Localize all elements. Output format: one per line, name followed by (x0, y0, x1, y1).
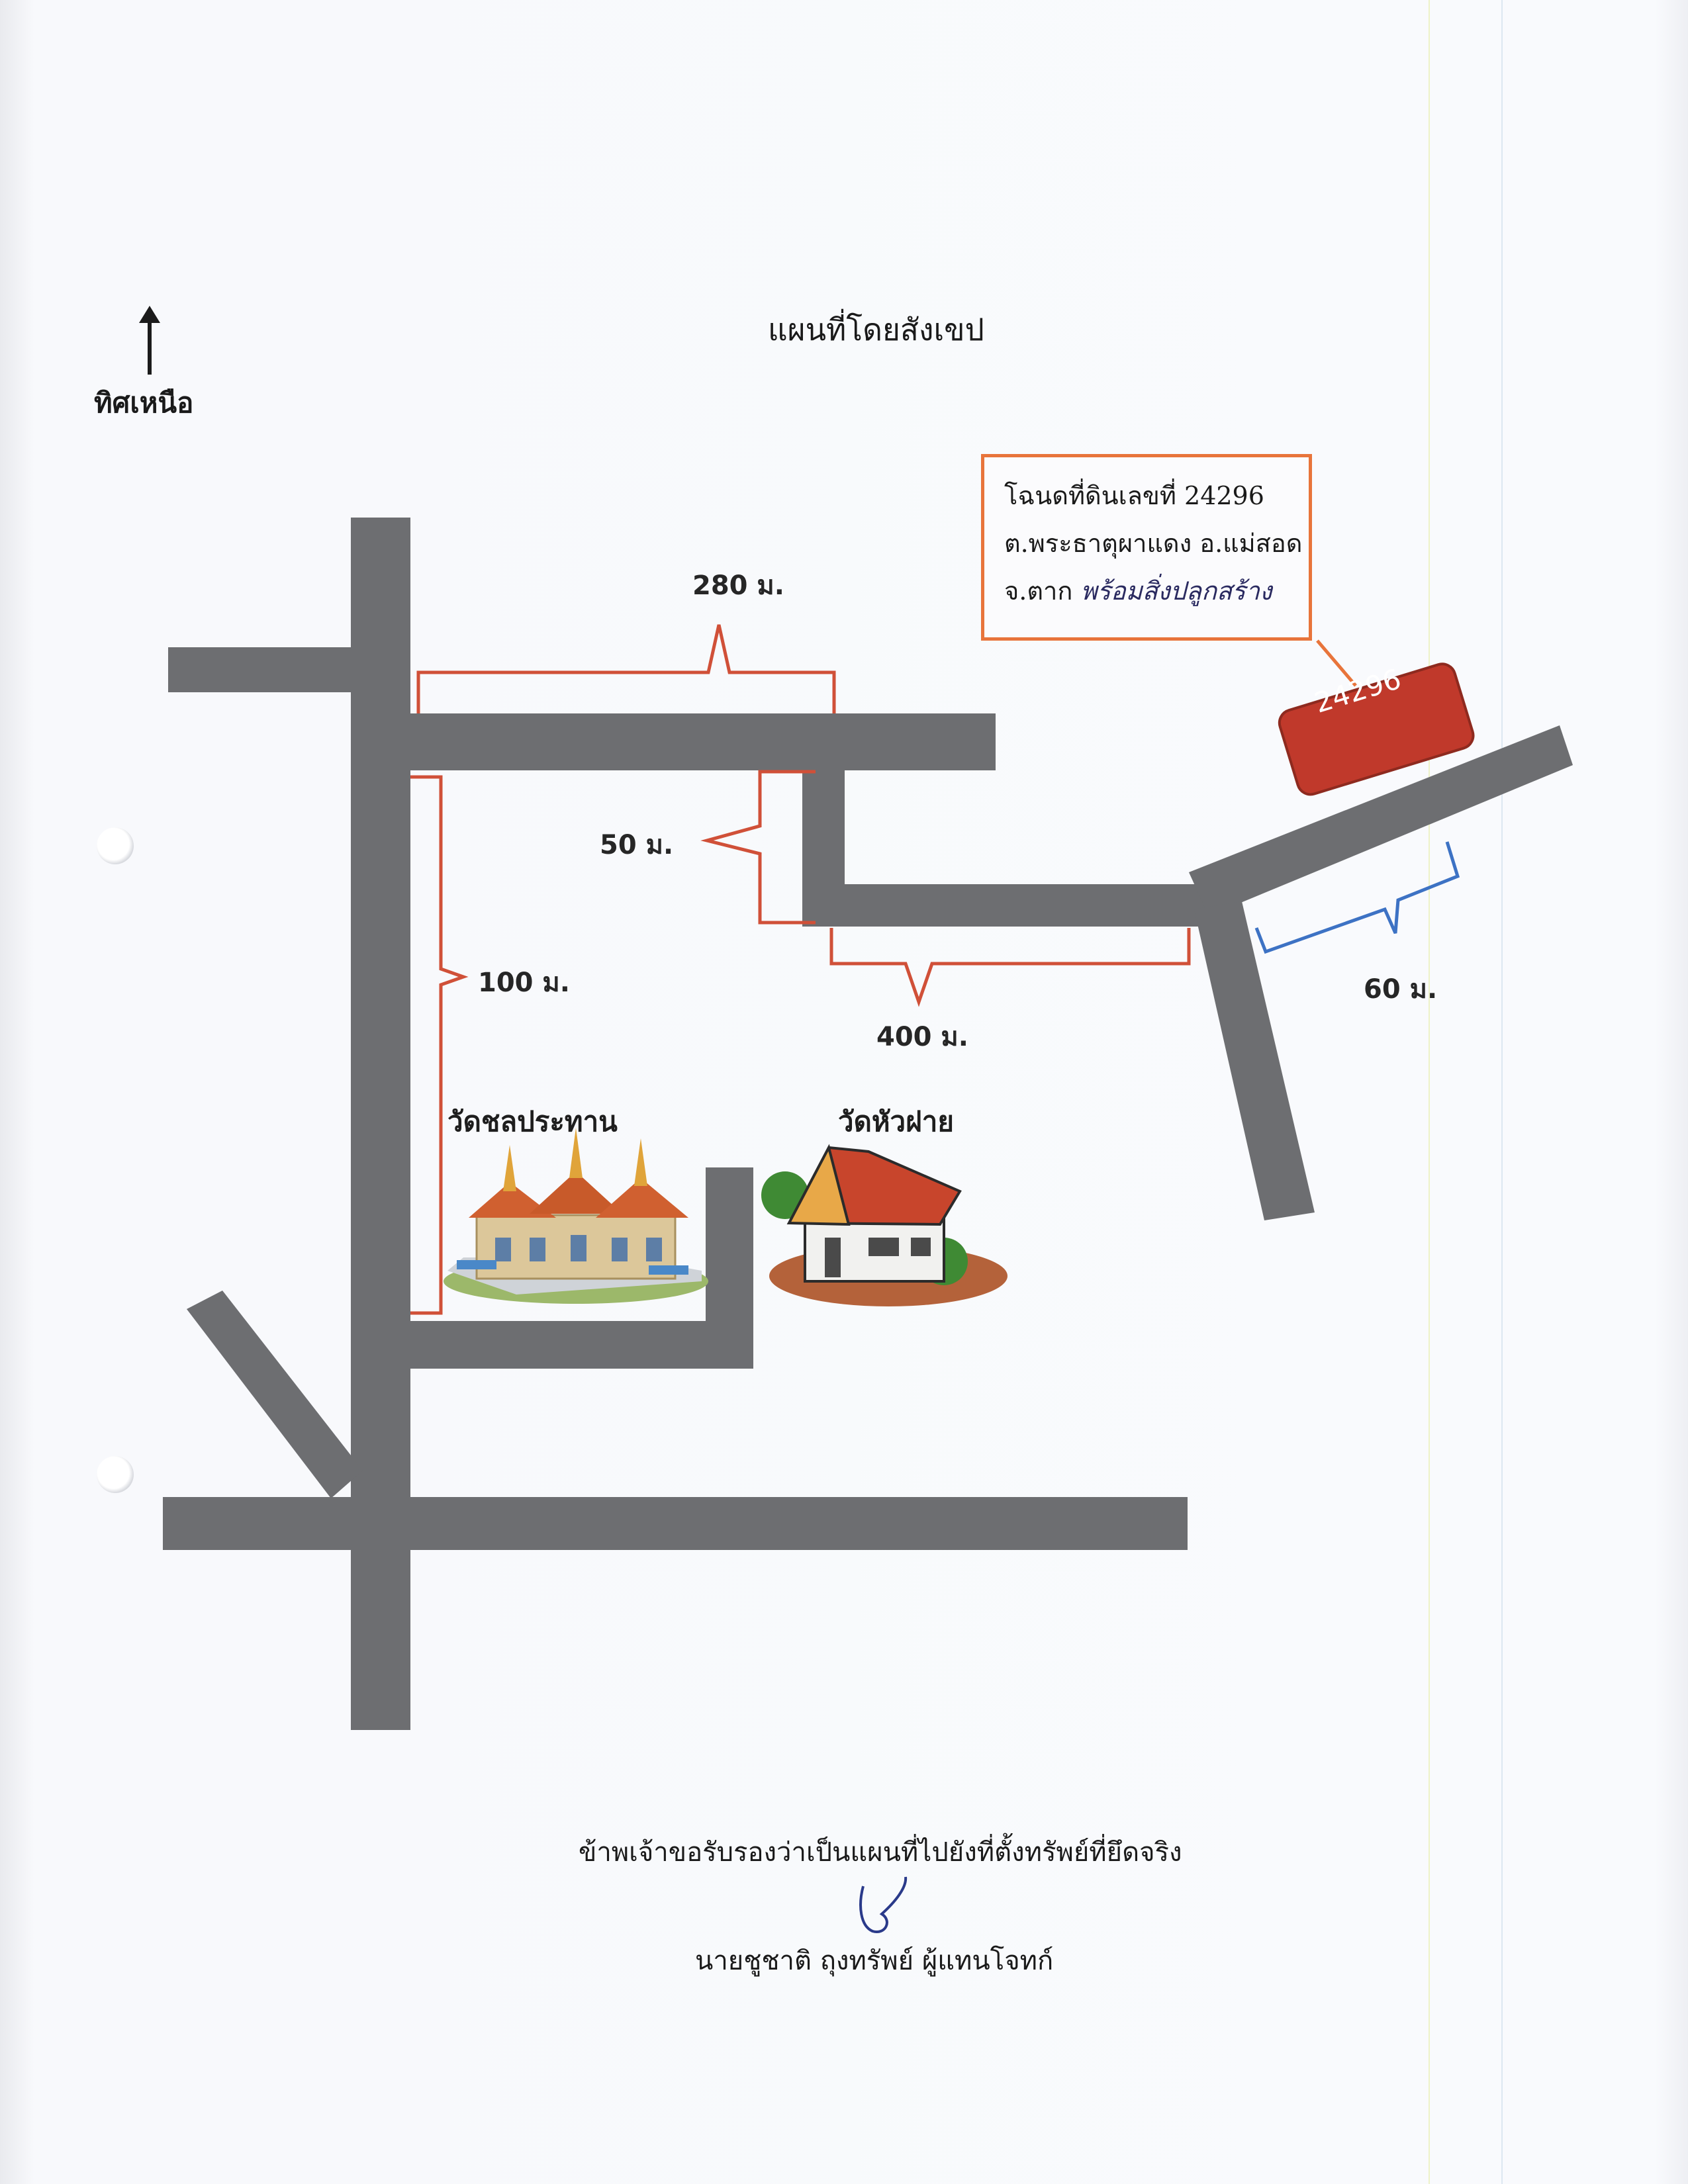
punch-hole (97, 1456, 134, 1493)
bracket-50m (700, 770, 816, 925)
north-arrow-icon (139, 306, 160, 375)
road-diagonal-southwest (187, 1291, 363, 1498)
parcel-marker (1278, 662, 1475, 796)
distance-400m: 400 ม. (876, 1022, 968, 1052)
deed-handwritten-note: พร้อมสิ่งปลูกสร้าง (1080, 576, 1272, 606)
bracket-400m (829, 928, 1191, 1007)
road-diagonal-southeast (1194, 901, 1315, 1220)
distance-100m: 100 ม. (478, 968, 570, 998)
road-network (163, 518, 1573, 1730)
road-diagonal-northeast (1189, 725, 1573, 916)
landmark-label-wat-huafai: วัดหัวฝาย (838, 1105, 954, 1138)
deed-line-2: ต.พระธาตุผาแดง อ.แม่สอด (1004, 529, 1303, 558)
north-label: ทิศเหนือ (94, 387, 194, 419)
distance-50m: 50 ม. (600, 830, 674, 860)
signer-name: นายชูชาติ ถุงทรัพย์ ผู้แทนโจทก์ (695, 1946, 1054, 1976)
bracket-100m (410, 775, 469, 1315)
paper-rule-line (1429, 0, 1430, 2184)
bracket-280m (416, 624, 836, 713)
handwritten-signature (859, 1876, 908, 1933)
bracket-60m (1254, 841, 1460, 954)
deed-province: จ.ตาก (1004, 576, 1073, 606)
road-top-horizontal (410, 713, 996, 770)
road-middle-horizontal (802, 884, 1207, 927)
deed-leader-line (1316, 639, 1357, 687)
paper-rule-line (1501, 0, 1503, 2184)
deed-line-1: โฉนดที่ดินเลขที่ 24296 (1004, 481, 1264, 510)
road-temple-horizontal (410, 1321, 753, 1369)
distance-280m: 280 ม. (692, 570, 784, 601)
distance-brackets (410, 624, 1191, 1315)
distance-60m: 60 ม. (1364, 974, 1438, 1005)
road-bottom-horizontal (163, 1497, 1188, 1550)
map-title: แผนที่โดยสังเขป (768, 312, 984, 347)
deed-info-box: โฉนดที่ดินเลขที่ 24296 ต.พระธาตุผาแดง อ.… (981, 454, 1312, 641)
certification-statement: ข้าพเจ้าขอรับรองว่าเป็นแผนที่ไปยังที่ตั้… (579, 1837, 1182, 1868)
temple-complex-icon (444, 1128, 708, 1304)
punch-hole (97, 827, 134, 864)
temple-pavilion-icon (761, 1144, 1008, 1306)
landmark-label-wat-chonprathan: วัดชลประทาน (447, 1105, 618, 1138)
road-west-top (168, 647, 351, 692)
deed-line-3: จ.ตาก พร้อมสิ่งปลูกสร้าง (1004, 567, 1309, 615)
